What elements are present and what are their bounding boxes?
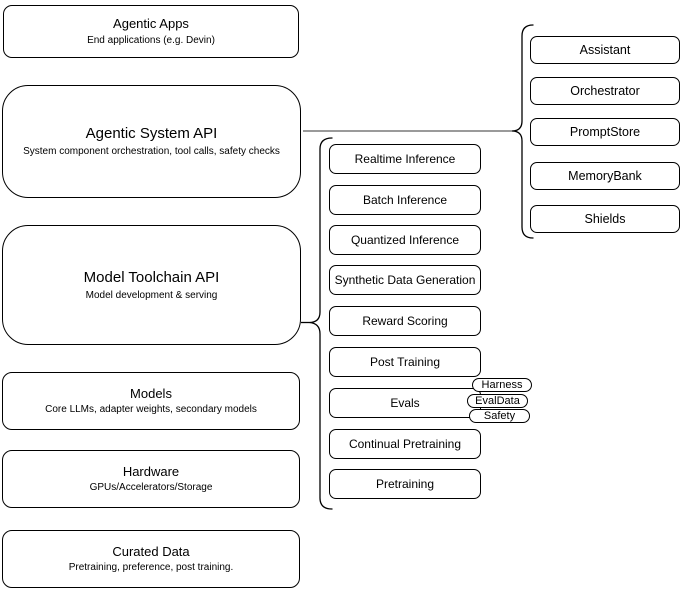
capability-synthetic-data-generation: Synthetic Data Generation bbox=[329, 265, 481, 295]
capability-realtime-inference: Realtime Inference bbox=[329, 144, 481, 174]
layer-subtitle: System component orchestration, tool cal… bbox=[23, 146, 280, 157]
capability-batch-inference: Batch Inference bbox=[329, 185, 481, 215]
layer-subtitle: Pretraining, preference, post training. bbox=[68, 562, 234, 574]
capability-continual-pretraining: Continual Pretraining bbox=[329, 429, 481, 459]
layer-title: Agentic System API bbox=[85, 125, 218, 142]
layer-title: Models bbox=[130, 385, 172, 401]
layer-subtitle: Core LLMs, adapter weights, secondary mo… bbox=[45, 404, 257, 416]
capability-reward-scoring: Reward Scoring bbox=[329, 306, 481, 336]
system-components-brace bbox=[511, 24, 534, 239]
toolchain-brace bbox=[308, 137, 333, 510]
capability-pretraining: Pretraining bbox=[329, 469, 481, 499]
layer-title: Agentic Apps bbox=[113, 16, 189, 32]
pill-harness: Harness bbox=[472, 378, 532, 392]
component-promptstore: PromptStore bbox=[530, 118, 680, 146]
capability-quantized-inference: Quantized Inference bbox=[329, 225, 481, 255]
component-memorybank: MemoryBank bbox=[530, 162, 680, 190]
layer-models: Models Core LLMs, adapter weights, secon… bbox=[2, 372, 300, 430]
layer-agentic-system-api: Agentic System API System component orch… bbox=[2, 85, 301, 198]
layer-model-toolchain-api: Model Toolchain API Model development & … bbox=[2, 225, 301, 345]
layer-curated-data: Curated Data Pretraining, preference, po… bbox=[2, 530, 300, 588]
layer-subtitle: GPUs/Accelerators/Storage bbox=[89, 482, 213, 494]
component-orchestrator: Orchestrator bbox=[530, 77, 680, 105]
layer-title: Curated Data bbox=[112, 543, 190, 559]
layer-subtitle: Model development & serving bbox=[85, 289, 218, 301]
layer-title: Hardware bbox=[122, 463, 180, 479]
layer-title: Model Toolchain API bbox=[83, 268, 220, 286]
pill-safety: Safety bbox=[469, 409, 530, 423]
component-assistant: Assistant bbox=[530, 36, 680, 64]
capability-post-training: Post Training bbox=[329, 347, 481, 377]
layer-agentic-apps: Agentic Apps End applications (e.g. Devi… bbox=[3, 5, 299, 58]
layer-subtitle: End applications (e.g. Devin) bbox=[87, 34, 215, 46]
layer-hardware: Hardware GPUs/Accelerators/Storage bbox=[2, 450, 300, 508]
pill-evaldata: EvalData bbox=[467, 394, 528, 408]
capability-evals: Evals bbox=[329, 388, 481, 418]
component-shields: Shields bbox=[530, 205, 680, 233]
